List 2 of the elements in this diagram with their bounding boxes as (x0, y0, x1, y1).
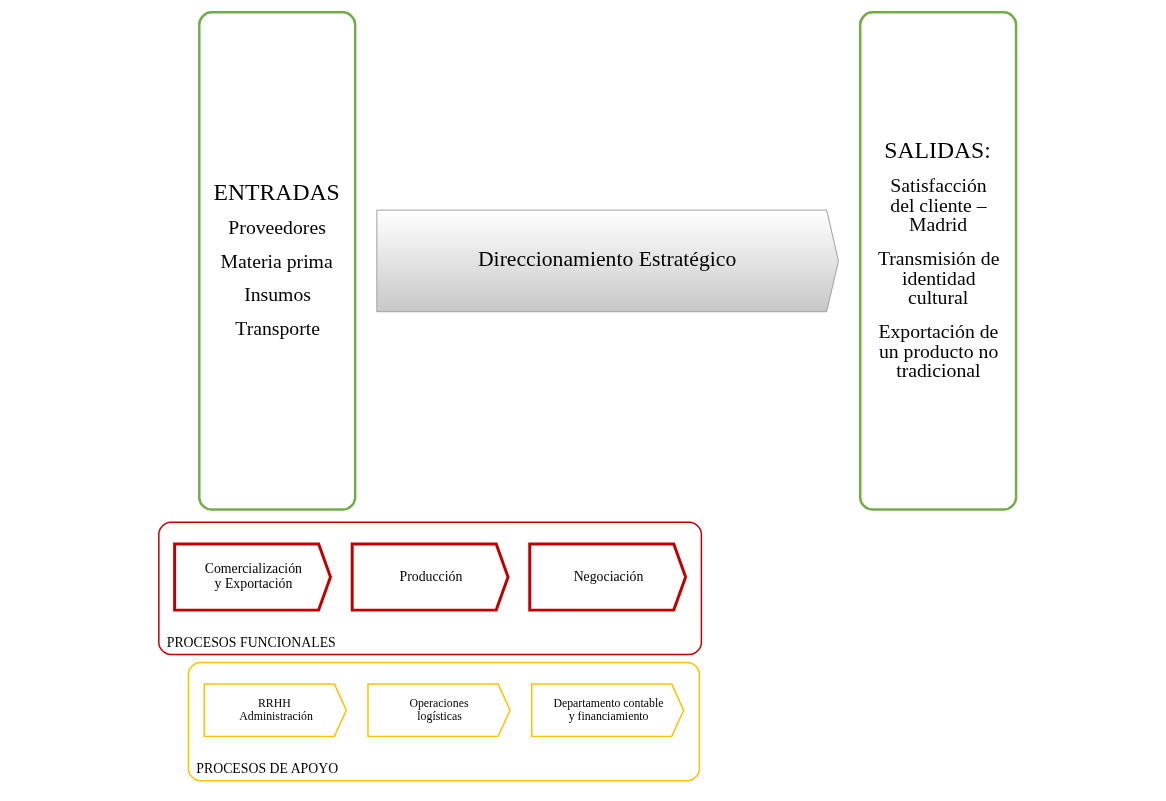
node-box: ENTRADAS Proveedores Materia prima Insumos Transporte (197, 11, 356, 511)
node-box: SALIDAS: Satisfacción del cliente – Madrid Transmisión de identidad cultural Exportación de un producto no tradicional (858, 11, 1017, 511)
